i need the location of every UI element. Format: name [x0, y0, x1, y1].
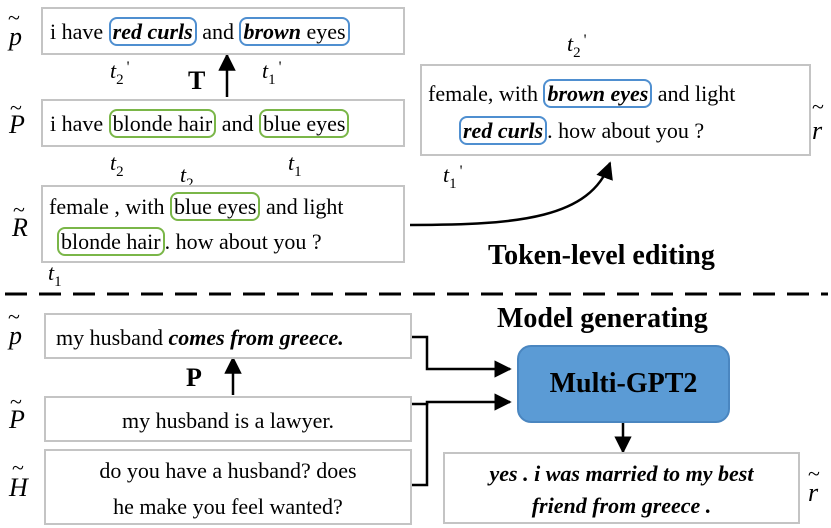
P-tilde-text: i have blonde hair and blue eyes [50, 109, 350, 138]
R-tilde-line1: female , with blue eyes and light [49, 192, 344, 221]
label-t1-prime-r: t1' [443, 162, 463, 192]
p-tilde-text: i have red curls and brown eyes [50, 17, 350, 46]
section-title-model-generating: Model generating [497, 303, 708, 334]
tilde-mark: ~ [10, 95, 22, 120]
label-t2-P: t2 [110, 150, 124, 180]
var-p-tilde: p [9, 22, 22, 51]
p-tilde-bottom-box: my husband comes from greece. [44, 313, 412, 359]
tilde-mark: ~ [8, 5, 20, 30]
highlight-brown-eyes: brown eyes [239, 17, 350, 46]
operator-t: T [188, 66, 206, 95]
tilde-mark: ~ [8, 304, 20, 329]
R-tilde-line2: blonde hair. how about you ? [57, 227, 322, 256]
var-P-tilde-bottom: P [9, 405, 25, 434]
H-tilde-line2: he make you feel wanted? [113, 494, 343, 519]
highlight-blue-eyes: blue eyes [259, 109, 350, 138]
r-tilde-bottom-line2: friend from greece . [531, 493, 712, 518]
label-t1-prime-top: t1' [262, 58, 282, 88]
r-tilde-top-box: female, with brown eyes and light red cu… [420, 64, 811, 156]
P-tilde-box: i have blonde hair and blue eyes [41, 99, 405, 147]
r-tilde-top-line2: red curls. how about you ? [459, 116, 704, 145]
label-t2-prime-top: t2' [110, 58, 130, 88]
p-to-model-arrow [412, 335, 512, 378]
tilde-mark: ~ [812, 94, 824, 119]
highlight-blue-eyes: blue eyes [169, 192, 261, 221]
highlight-brown-eyes: brown eyes [543, 79, 653, 108]
operator-p: P [186, 363, 202, 392]
var-r-tilde-top: r [812, 116, 823, 145]
tilde-mark: ~ [10, 389, 22, 414]
tilde-mark: ~ [13, 197, 25, 222]
r-tilde-top-line1: female, with brown eyes and light [428, 79, 736, 108]
highlight-blonde-hair: blonde hair [57, 227, 165, 256]
highlight-red-curls: red curls [459, 116, 548, 145]
label-t2-R: t2 [180, 162, 194, 192]
H-tilde-line1: do you have a husband? does [99, 458, 357, 483]
edit-curve-arrow [409, 161, 613, 227]
multi-gpt2-model: Multi-GPT2 [517, 345, 730, 423]
var-P-tilde: P [9, 110, 25, 139]
r-tilde-bottom-box: yes . i was married to my best friend fr… [443, 452, 800, 524]
var-H-tilde: H [9, 473, 28, 502]
R-tilde-box: female , with blue eyes and light blonde… [41, 185, 405, 263]
highlight-red-curls: red curls [108, 17, 197, 46]
P-tilde-bottom-text: my husband is a lawyer. [121, 408, 335, 433]
tilde-mark: ~ [12, 455, 24, 480]
label-t1-P: t1 [288, 150, 302, 180]
label-t1-R: t1 [48, 260, 62, 290]
var-R-tilde: R [12, 213, 28, 242]
highlight-blonde-hair: blonde hair [108, 109, 217, 138]
p-tilde-bottom-text: my husband comes from greece. [56, 325, 344, 350]
label-t2-prime-r: t2' [567, 31, 587, 61]
tilde-mark: ~ [808, 461, 820, 486]
P-tilde-bottom-box: my husband is a lawyer. [44, 396, 412, 442]
p-tilde-box: i have red curls and brown eyes [41, 7, 405, 55]
var-p-tilde-bottom: p [9, 321, 22, 350]
h-to-model-line [412, 403, 429, 487]
section-title-token-editing: Token-level editing [488, 240, 715, 271]
var-r-tilde-bottom: r [808, 478, 819, 507]
r-tilde-bottom-line1: yes . i was married to my best [489, 461, 754, 486]
H-tilde-box: do you have a husband? does he make you … [44, 449, 412, 525]
